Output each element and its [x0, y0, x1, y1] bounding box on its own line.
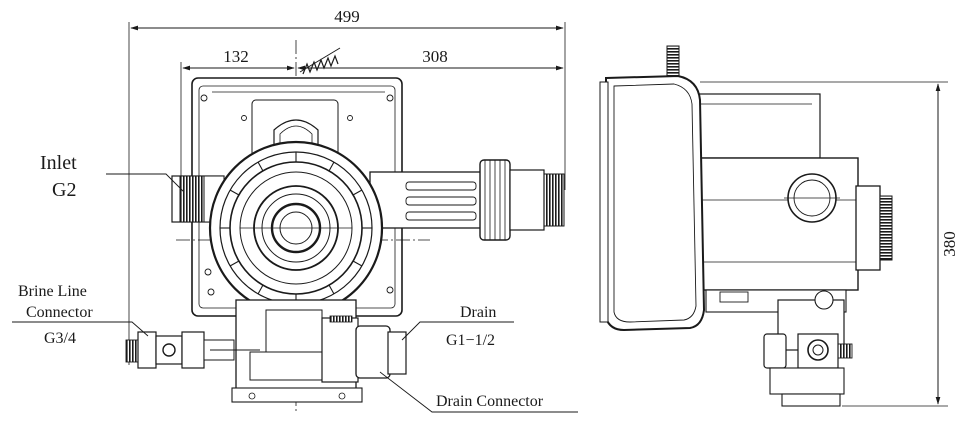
- inlet-size-label: G2: [52, 179, 76, 201]
- brine-size-label: G3/4: [44, 330, 76, 347]
- brine-line-label: Brine Line: [18, 283, 87, 300]
- side-view: [599, 45, 948, 407]
- drain-size-label: G1−1/2: [446, 332, 495, 349]
- drain-connector-label: Drain Connector: [436, 393, 544, 410]
- drain-callout: Drain G1−1/2: [401, 304, 514, 349]
- inlet-label: Inlet: [40, 152, 77, 174]
- drain-connector-callout: Drain Connector: [379, 371, 578, 413]
- dimension-overall-width: 499: [128, 7, 566, 365]
- dimension-308-label: 308: [422, 47, 448, 66]
- dimension-499-label: 499: [334, 7, 360, 26]
- drain-label: Drain: [460, 304, 496, 321]
- dimension-right-offset: 308: [297, 47, 564, 71]
- dimension-380-label: 380: [940, 231, 959, 257]
- dimension-132-label: 132: [223, 47, 249, 66]
- inlet-callout: Inlet G2: [40, 152, 185, 201]
- brine-connector-label: Connector: [26, 304, 93, 321]
- front-view: [125, 47, 565, 403]
- brine-line-callout: Brine Line Connector G3/4: [12, 283, 149, 347]
